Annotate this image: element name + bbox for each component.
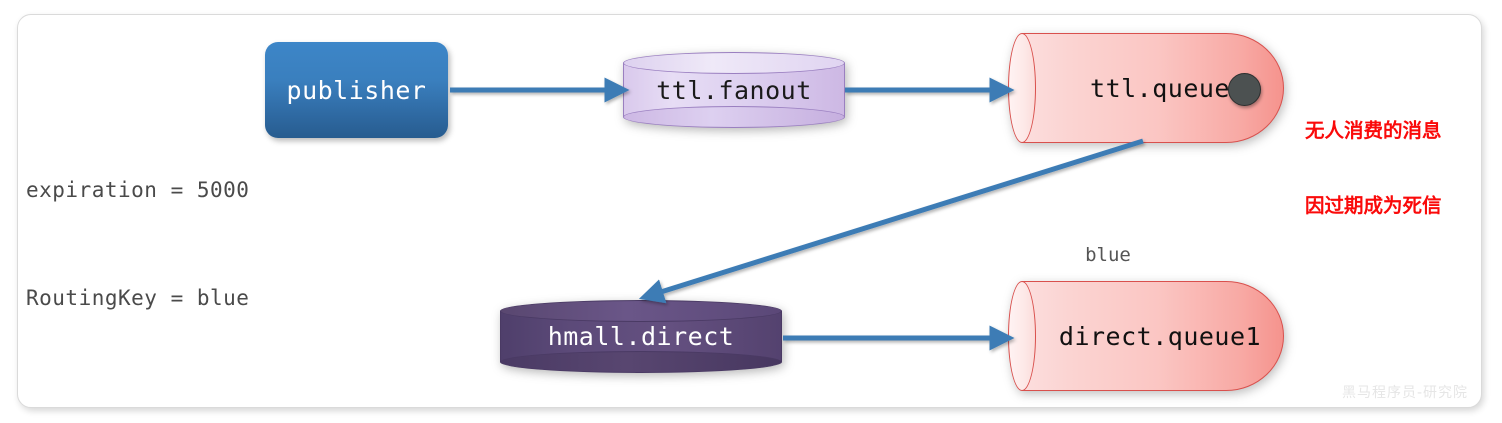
cylinder-top-cap: [623, 52, 845, 74]
node-hmall-direct-label: hmall.direct: [547, 322, 735, 351]
annotation-line-1: 无人消费的消息: [1305, 119, 1442, 142]
routing-key-text: RoutingKey = blue: [26, 286, 250, 310]
cylinder-left-cap: [1008, 33, 1036, 143]
cylinder-bottom-cap: [623, 106, 845, 128]
dead-letter-annotation: 无人消费的消息 因过期成为死信: [1305, 68, 1442, 268]
message-dot-icon: [1228, 73, 1261, 106]
node-publisher[interactable]: publisher: [265, 42, 448, 138]
cylinder-left-cap: [1008, 281, 1036, 391]
expiration-text: expiration = 5000: [26, 178, 250, 202]
cylinder-body: [1022, 281, 1284, 391]
node-direct-queue1-label: direct.queue1: [1058, 321, 1262, 351]
node-ttl-queue[interactable]: ttl.queue: [1008, 33, 1284, 143]
node-ttl-queue-label: ttl.queue: [1090, 73, 1230, 103]
node-ttl-fanout-label: ttl.fanout: [656, 75, 812, 105]
binding-key-label: blue: [1085, 244, 1131, 266]
message-properties: expiration = 5000 RoutingKey = blue: [26, 100, 249, 388]
watermark: 黑马程序员-研究院: [1342, 385, 1469, 401]
annotation-line-2: 因过期成为死信: [1305, 194, 1442, 217]
node-direct-queue1[interactable]: direct.queue1: [1008, 281, 1284, 391]
cylinder-bottom-cap: [500, 351, 782, 373]
node-ttl-fanout[interactable]: ttl.fanout: [623, 52, 845, 128]
node-hmall-direct[interactable]: hmall.direct: [500, 300, 782, 373]
node-publisher-label: publisher: [286, 75, 427, 105]
